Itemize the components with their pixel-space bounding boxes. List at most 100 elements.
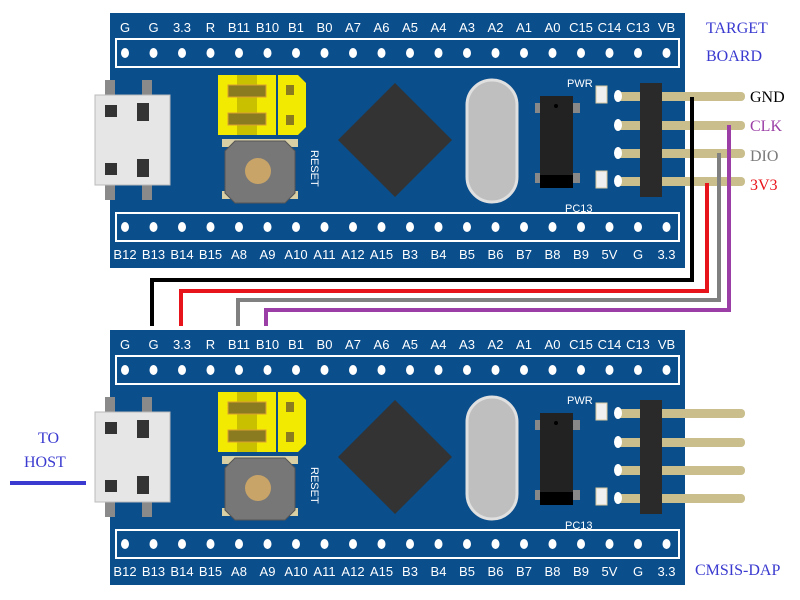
pin-hole: [206, 48, 215, 58]
pin-hole: [548, 222, 557, 232]
top-pin-label: A0: [545, 20, 561, 35]
bottom-pin-label: B5: [459, 564, 475, 579]
target-board-caption: TARGET: [706, 20, 768, 37]
pin-hole: [178, 539, 186, 549]
bottom-pin-label: B7: [516, 247, 532, 262]
top-pin-label: A7: [345, 337, 361, 352]
wire-clk: [264, 125, 731, 326]
top-pin-label: R: [206, 20, 215, 35]
pin-hole: [263, 539, 272, 549]
pin-hole: [149, 222, 158, 232]
top-pin-label: A6: [374, 337, 390, 352]
bottom-pin-label: B7: [516, 564, 532, 579]
bottom-pin-label: A10: [284, 247, 307, 262]
top-pin-label: A7: [345, 20, 361, 35]
bottom-pin-label: B12: [113, 247, 136, 262]
bottom-pin-label: A9: [260, 564, 276, 579]
swd-label-dio: DIO: [750, 148, 778, 165]
bottom-pin-label: B9: [573, 564, 589, 579]
pin-hole: [377, 222, 386, 232]
bottom-pin-label: A9: [260, 247, 276, 262]
swd-label-clk: CLK: [750, 118, 782, 135]
bottom-pin-label: B5: [459, 247, 475, 262]
top-pin-label: A4: [431, 337, 447, 352]
pin-hole: [320, 48, 329, 58]
top-pin-label: A3: [459, 337, 475, 352]
bottom-pin-label: A11: [313, 564, 335, 579]
pin-hole: [263, 48, 272, 58]
pin-hole: [206, 539, 215, 549]
pin-hole: [491, 539, 500, 549]
pin-hole: [634, 365, 642, 375]
top-pin-label: C15: [569, 20, 593, 35]
top-pin-label: A5: [402, 337, 418, 352]
bottom-pin-label: G: [633, 564, 643, 579]
pin-hole: [520, 539, 528, 549]
top-pin-label: 3.3: [173, 337, 191, 352]
reset-label: RESET: [308, 467, 320, 504]
bottom-pin-label: A8: [231, 564, 247, 579]
pin-hole: [634, 222, 642, 232]
pin-hole: [377, 539, 386, 549]
pin-hole: [349, 365, 357, 375]
bottom-pin-label: 3.3: [657, 564, 675, 579]
top-pin-label: A3: [459, 20, 475, 35]
top-pin-label: C15: [569, 337, 593, 352]
bottom-pin-label: A15: [370, 247, 393, 262]
bottom-pin-label: A8: [231, 247, 247, 262]
wire-3v3: [179, 183, 709, 326]
pin-hole: [377, 48, 386, 58]
top-pin-label: A4: [431, 20, 447, 35]
bottom-pin-label: B13: [142, 247, 165, 262]
cmsis-dap-caption: CMSIS-DAP: [695, 562, 780, 579]
pc13-label: PC13: [565, 203, 593, 215]
top-pin-label: C13: [626, 20, 650, 35]
pin-hole: [121, 222, 129, 232]
bottom-pin-label: B15: [199, 247, 222, 262]
top-pin-label: G: [120, 337, 130, 352]
pin-hole: [520, 365, 528, 375]
pin-hole: [520, 48, 528, 58]
pwr-label: PWR: [567, 395, 593, 407]
pin-hole: [178, 48, 186, 58]
pin-hole: [292, 222, 300, 232]
pin-hole: [577, 539, 585, 549]
pin-hole: [520, 222, 528, 232]
reset-label: RESET: [308, 150, 320, 187]
bottom-pin-label: B4: [431, 247, 447, 262]
top-pin-label: B0: [317, 337, 333, 352]
target-board-caption: BOARD: [706, 48, 762, 65]
bottom-pin-label: A15: [370, 564, 393, 579]
top-pin-label: A2: [488, 20, 504, 35]
bottom-pin-label: B15: [199, 564, 222, 579]
bottom-pin-label: B8: [545, 247, 561, 262]
pin-hole: [292, 365, 300, 375]
top-pin-label: B10: [256, 337, 279, 352]
pin-hole: [634, 539, 642, 549]
pin-hole: [149, 365, 158, 375]
top-pin-label: VB: [658, 20, 675, 35]
bottom-pin-label: B12: [113, 564, 136, 579]
top-pin-label: C13: [626, 337, 650, 352]
bottom-pin-label: G: [633, 247, 643, 262]
top-pin-label: A1: [516, 337, 532, 352]
bottom-pin-label: A12: [341, 564, 364, 579]
pc13-label: PC13: [565, 520, 593, 532]
pin-hole: [377, 365, 386, 375]
pin-hole: [178, 365, 186, 375]
pin-hole: [605, 365, 614, 375]
bottom-pin-label: B14: [170, 247, 193, 262]
pin-hole: [463, 222, 471, 232]
pin-hole: [292, 48, 300, 58]
pin-hole: [491, 222, 500, 232]
pin-hole: [320, 222, 329, 232]
pin-hole: [406, 48, 414, 58]
pin-hole: [662, 48, 671, 58]
bottom-pin-label: B9: [573, 247, 589, 262]
pin-hole: [662, 539, 671, 549]
top-pin-label: A1: [516, 20, 532, 35]
pwr-label: PWR: [567, 78, 593, 90]
top-pin-label: A5: [402, 20, 418, 35]
pin-hole: [349, 539, 357, 549]
